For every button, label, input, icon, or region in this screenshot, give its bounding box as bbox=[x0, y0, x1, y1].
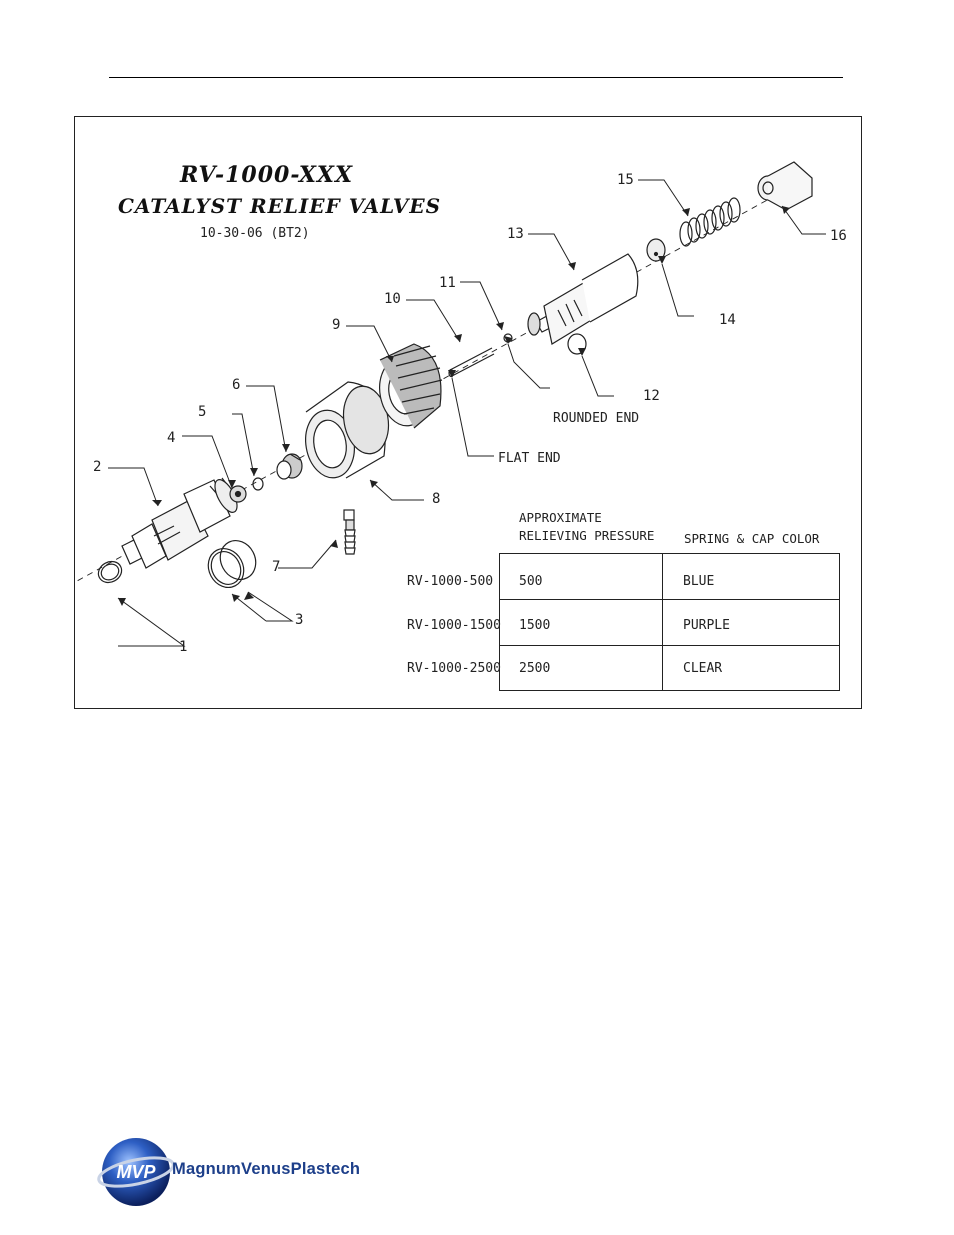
spring-part-15 bbox=[680, 198, 740, 246]
note-rounded-end: ROUNDED END bbox=[553, 411, 639, 426]
table-header-pressure-line2: RELIEVING PRESSURE bbox=[519, 528, 654, 544]
table-cell-pressure: 1500 bbox=[519, 618, 550, 633]
table-row-model: RV-1000-2500 bbox=[407, 661, 501, 676]
table-cell-pressure: 2500 bbox=[519, 661, 550, 676]
table-cell-color: CLEAR bbox=[683, 661, 722, 676]
part-label-15: 15 bbox=[617, 173, 634, 187]
part-label-2: 2 bbox=[93, 460, 101, 474]
table-row-model: RV-1000-500 bbox=[407, 574, 493, 589]
part-label-14: 14 bbox=[719, 313, 736, 327]
part-label-4: 4 bbox=[167, 431, 175, 445]
table-row-model: RV-1000-1500 bbox=[407, 618, 501, 633]
part-label-13: 13 bbox=[507, 227, 524, 241]
cartridge-part-13 bbox=[528, 254, 638, 344]
table-row-divider bbox=[500, 645, 839, 646]
part-label-16: 16 bbox=[830, 229, 847, 243]
table-column-divider bbox=[662, 554, 663, 690]
drawing-title: RV-1000-XXX bbox=[180, 162, 353, 188]
note-flat-end: FLAT END bbox=[498, 451, 561, 466]
company-logo-icon: MVP bbox=[96, 1132, 176, 1212]
part-label-12: 12 bbox=[643, 389, 660, 403]
part-label-11: 11 bbox=[439, 276, 456, 290]
hose-barb-part-7 bbox=[344, 510, 355, 554]
top-rule bbox=[109, 77, 843, 78]
part-label-1: 1 bbox=[179, 640, 187, 654]
cap-ring-part-8 bbox=[300, 382, 393, 482]
part-label-5: 5 bbox=[198, 405, 206, 419]
part-label-9: 9 bbox=[332, 318, 340, 332]
cap-part-16 bbox=[758, 162, 812, 210]
table-header-color: SPRING & CAP COLOR bbox=[684, 531, 819, 547]
drawing-date-code: 10-30-06 (BT2) bbox=[200, 226, 310, 241]
table-row-divider bbox=[500, 599, 839, 600]
part-label-10: 10 bbox=[384, 292, 401, 306]
part-label-6: 6 bbox=[232, 378, 240, 392]
valve-body-part-2 bbox=[122, 476, 242, 568]
table-cell-color: BLUE bbox=[683, 574, 714, 589]
company-name: MagnumVenusPlastech bbox=[172, 1160, 360, 1179]
svg-text:MVP: MVP bbox=[116, 1162, 156, 1182]
part-label-7: 7 bbox=[272, 560, 280, 574]
table-cell-color: PURPLE bbox=[683, 618, 730, 633]
table-header-pressure-line1: APPROXIMATE bbox=[519, 510, 602, 526]
table-cell-pressure: 500 bbox=[519, 574, 542, 589]
drawing-subtitle: CATALYST RELIEF VALVES bbox=[118, 194, 441, 218]
part-label-8: 8 bbox=[432, 492, 440, 506]
part-label-3: 3 bbox=[295, 613, 303, 627]
